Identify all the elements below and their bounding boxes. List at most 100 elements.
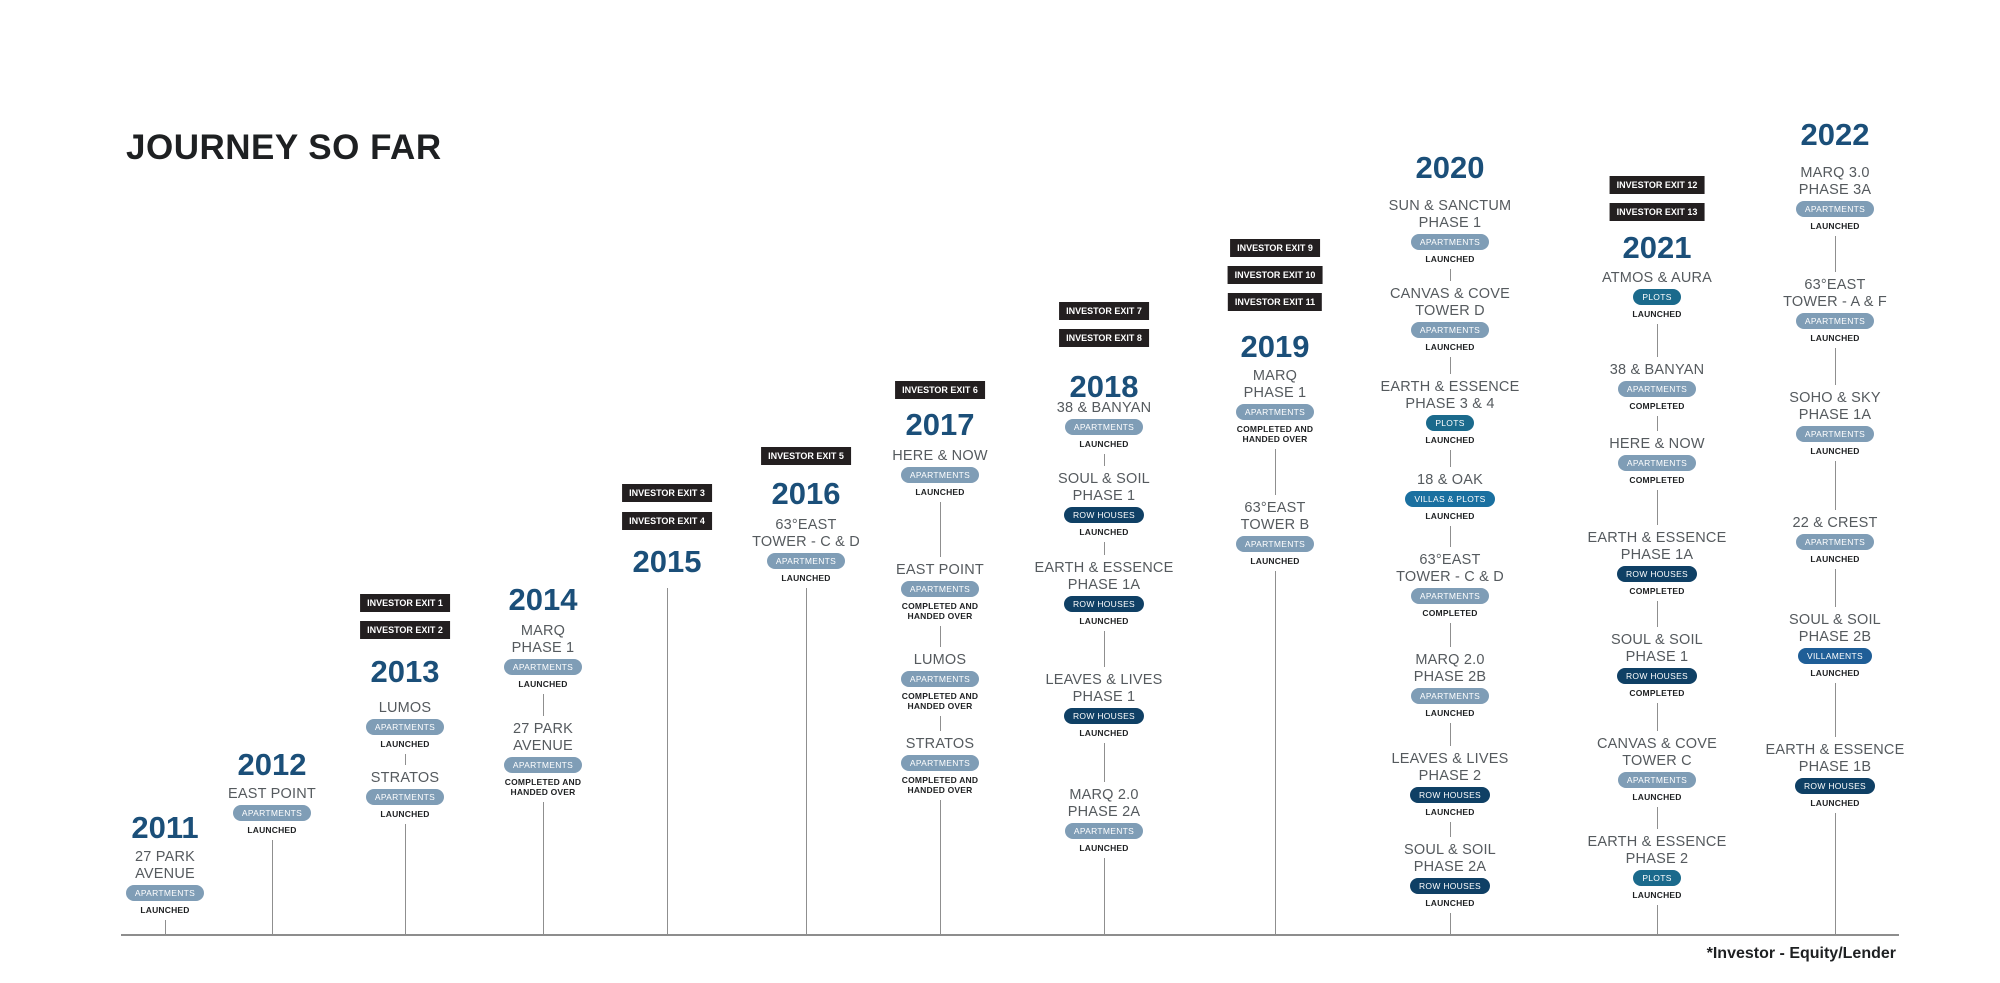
connector-line (1657, 324, 1658, 357)
project-name: STRATOS (905, 736, 975, 752)
project-status: COMPLETED AND HANDED OVER (901, 775, 979, 795)
project-type-badge: APARTMENTS (900, 581, 980, 597)
connector-line (1275, 571, 1276, 934)
project-type-badge: APARTMENTS (503, 659, 583, 675)
year-label: 2015 (632, 544, 702, 579)
project-status: LAUNCHED (1425, 435, 1475, 445)
project-type-badge: ROW HOUSES (1409, 787, 1491, 803)
project-name: EAST POINT (228, 786, 316, 802)
project-name: 63°EAST TOWER - C & D (752, 517, 860, 550)
connector-line (667, 588, 668, 934)
project-name: SOUL & SOIL PHASE 2A (1404, 842, 1496, 875)
year-heading-2016: 2016 (706, 477, 906, 515)
investor-exit-badge: INVESTOR EXIT 4 (622, 512, 712, 530)
connector-line (405, 824, 406, 934)
project-type-badge: VILLAS & PLOTS (1405, 491, 1495, 507)
investor-exit-badge: INVESTOR EXIT 9 (1230, 239, 1320, 257)
project-type-badge: APARTMENTS (1410, 234, 1490, 250)
project-type-badge: APARTMENTS (1795, 201, 1875, 217)
year-label: 2022 (1800, 117, 1870, 152)
project-name: EARTH & ESSENCE PHASE 1A (1034, 560, 1174, 593)
timeline-baseline (121, 934, 1899, 936)
project-status: COMPLETED (1629, 688, 1685, 698)
project-status: COMPLETED AND HANDED OVER (901, 691, 979, 711)
project-name: MARQ PHASE 1 (1243, 368, 1307, 401)
project-type-badge: ROW HOUSES (1409, 878, 1491, 894)
year-label: 2012 (237, 747, 307, 782)
connector-line (1835, 813, 1836, 934)
connector-line (940, 502, 941, 557)
investor-exit-badge: INVESTOR EXIT 7 (1059, 302, 1149, 320)
project-type-badge: APARTMENTS (1064, 419, 1144, 435)
year-label: 2014 (508, 582, 578, 617)
connector-line (1450, 269, 1451, 281)
project-name: 63°EAST TOWER - C & D (1396, 552, 1504, 585)
project-type-badge: APARTMENTS (1410, 688, 1490, 704)
project-status: LAUNCHED (915, 487, 965, 497)
project-status: LAUNCHED (1079, 843, 1129, 853)
connector-line (1104, 743, 1105, 782)
project-name: EARTH & ESSENCE PHASE 3 & 4 (1380, 379, 1520, 412)
investor-exit-badge: INVESTOR EXIT 1 (360, 594, 450, 612)
project-name: MARQ PHASE 1 (511, 623, 575, 656)
project-type-badge: PLOTS (1633, 870, 1681, 886)
project-status: LAUNCHED (518, 679, 568, 689)
project-name: HERE & NOW (1609, 436, 1705, 452)
year-label: 2019 (1240, 329, 1310, 364)
project-name: MARQ 3.0 PHASE 3A (1798, 165, 1872, 198)
project-type-badge: ROW HOUSES (1616, 668, 1698, 684)
project-status: LAUNCHED (1425, 807, 1475, 817)
project-name: STRATOS (370, 770, 440, 786)
year-heading-2018: 2018 (1004, 370, 1204, 408)
investor-exit-badge: INVESTOR EXIT 11 (1227, 293, 1323, 311)
project-status: COMPLETED AND HANDED OVER (504, 777, 582, 797)
connector-line (1104, 858, 1105, 934)
project-status: COMPLETED (1629, 586, 1685, 596)
project-status: LAUNCHED (1250, 556, 1300, 566)
project-name: 27 PARK AVENUE (513, 721, 573, 754)
project-type-badge: APARTMENTS (1795, 534, 1875, 550)
project-type-badge: APARTMENTS (1795, 426, 1875, 442)
project-status: LAUNCHED (380, 809, 430, 819)
year-heading-2021: 2021 (1557, 231, 1757, 269)
investor-exit-badge: INVESTOR EXIT 2 (360, 621, 450, 639)
connector-line (272, 840, 273, 934)
project-status: COMPLETED AND HANDED OVER (1236, 424, 1314, 444)
project-name: LEAVES & LIVES PHASE 1 (1045, 672, 1163, 705)
connector-line (1104, 542, 1105, 555)
project-name: MARQ 2.0 PHASE 2A (1067, 787, 1141, 820)
project-type-badge: APARTMENTS (1410, 322, 1490, 338)
project-type-badge: APARTMENTS (365, 789, 445, 805)
project-type-badge: APARTMENTS (1064, 823, 1144, 839)
project-status: COMPLETED (1629, 475, 1685, 485)
project-type-badge: APARTMENTS (900, 671, 980, 687)
project-name: HERE & NOW (892, 448, 988, 464)
footnote: *Investor - Equity/Lender (1706, 945, 1896, 962)
project-status: LAUNCHED (140, 905, 190, 915)
project-type-badge: ROW HOUSES (1616, 566, 1698, 582)
project-status: LAUNCHED (1425, 511, 1475, 521)
connector-line (1450, 623, 1451, 647)
year-label: 2021 (1622, 230, 1692, 265)
project-status: LAUNCHED (1810, 554, 1860, 564)
connector-line (1835, 236, 1836, 272)
connector-line (1657, 807, 1658, 829)
project-status: LAUNCHED (1425, 898, 1475, 908)
project-name: 63°EAST TOWER - A & F (1783, 277, 1887, 310)
project-status: COMPLETED (1629, 401, 1685, 411)
connector-line (1657, 601, 1658, 627)
project-name: EARTH & ESSENCE PHASE 1A (1587, 530, 1727, 563)
connector-line (1450, 723, 1451, 746)
project-name: LEAVES & LIVES PHASE 2 (1391, 751, 1509, 784)
project-entry: STRATOS APARTMENTS COMPLETED AND HANDED OV… (840, 736, 1040, 795)
project-type-badge: APARTMENTS (900, 755, 980, 771)
